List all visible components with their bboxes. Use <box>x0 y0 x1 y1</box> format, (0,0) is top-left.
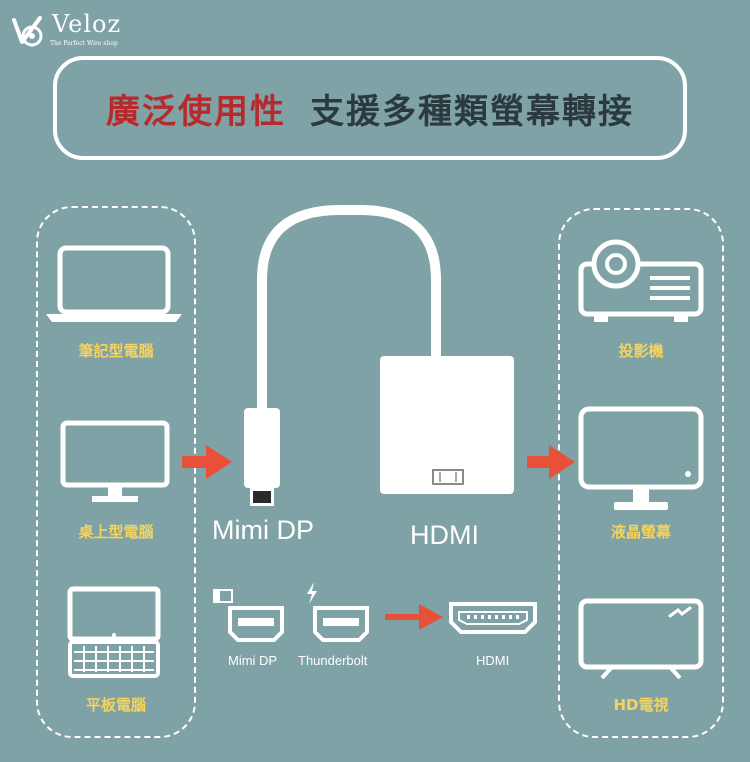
device-label-desktop: 桌上型電腦 <box>78 523 154 541</box>
arrow-right-icon <box>385 604 443 630</box>
minidp-symbol-icon <box>213 589 233 603</box>
projector-icon <box>578 239 704 322</box>
device-label-tablet: 平板電腦 <box>85 696 146 714</box>
arrow-right-icon <box>527 445 575 479</box>
thunderbolt-port-icon <box>313 606 369 642</box>
brand-name: Veloz <box>52 10 122 38</box>
port-label-hdmi: HDMI <box>476 653 510 668</box>
desktop-monitor-icon <box>60 420 170 502</box>
headline-banner: 廣泛使用性 支援多種類螢幕轉接 <box>53 56 687 160</box>
minidp-port-icon <box>228 606 284 642</box>
port-label-minidp: Mimi DP <box>228 653 278 668</box>
tablet-keyboard-icon <box>67 586 161 678</box>
laptop-icon <box>46 245 182 322</box>
display-devices-group <box>558 208 724 738</box>
source-devices-group <box>36 206 196 738</box>
banner-title: 支援多種類螢幕轉接 <box>310 91 634 132</box>
device-label-laptop: 筆記型電腦 <box>78 342 154 360</box>
hd-tv-icon <box>578 598 704 680</box>
thunderbolt-icon <box>307 582 317 604</box>
adapter-cable-illustration <box>244 205 514 506</box>
device-label-hdtv: HD電視 <box>613 696 669 714</box>
hdmi-port-icon <box>449 602 537 634</box>
adapter-output-label: HDMI <box>410 520 479 550</box>
device-label-projector: 投影機 <box>618 342 664 360</box>
device-label-lcd: 液晶螢幕 <box>610 523 671 541</box>
veloz-logo-icon <box>12 16 43 47</box>
lcd-monitor-icon <box>578 406 704 510</box>
brand-tagline: The Perfect Wire shop <box>50 40 118 47</box>
port-label-thunderbolt: Thunderbolt <box>298 653 368 668</box>
arrow-right-icon <box>182 445 232 479</box>
adapter-input-label: Mimi DP <box>212 515 314 545</box>
banner-highlight: 廣泛使用性 <box>106 91 286 132</box>
